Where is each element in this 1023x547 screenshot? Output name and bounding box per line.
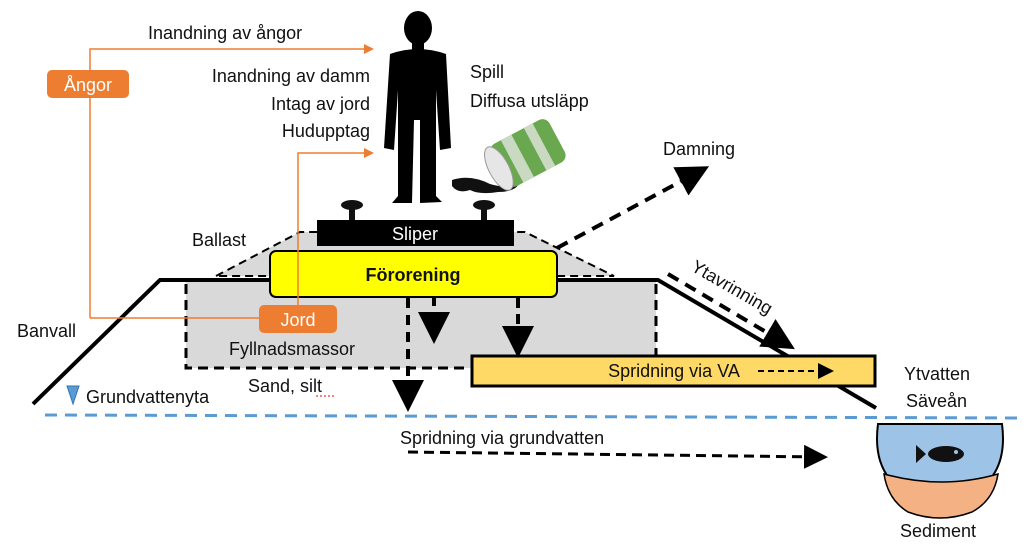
rail-head-right	[473, 200, 495, 210]
vapor-box	[47, 70, 129, 98]
groundwater-flow-arrow	[407, 444, 828, 469]
groundwater-line	[44, 413, 1021, 420]
barrel-icon	[452, 119, 566, 194]
soil-exposure-line	[297, 148, 374, 306]
surface-water-icon	[876, 423, 1004, 519]
soil-box	[259, 305, 337, 333]
person-silhouette-icon	[384, 11, 451, 203]
label-inhalation-dust: Inandning av damm	[212, 66, 370, 86]
rail-post-right	[481, 206, 487, 222]
label-river: Säveån	[906, 391, 967, 411]
rail-post-left	[349, 206, 355, 222]
contamination-box	[269, 250, 558, 298]
contamination-label: Förorening	[366, 265, 461, 285]
soil-box-label: Jord	[280, 310, 315, 330]
label-runoff: Ytavrinning	[688, 256, 776, 318]
label-diffuse: Diffusa utsläpp	[470, 91, 589, 111]
rail-head-left	[341, 200, 363, 210]
label-surface-water: Ytvatten	[904, 364, 970, 384]
vapor-inhalation-line	[89, 44, 374, 70]
label-embankment: Banvall	[17, 321, 76, 341]
sleeper-box	[317, 220, 514, 246]
embankment-line	[31, 278, 270, 406]
vapor-box-label: Ångor	[64, 75, 112, 95]
label-groundwater-spread: Spridning via grundvatten	[400, 428, 604, 448]
label-sediment: Sediment	[900, 521, 976, 541]
dust-arrow	[556, 166, 710, 250]
label-dust: Damning	[663, 139, 735, 159]
groundwater-triangle-icon	[66, 385, 80, 406]
fill-mass-outline	[184, 284, 658, 370]
label-spill: Spill	[470, 62, 504, 82]
label-skin-uptake: Hudupptag	[282, 121, 370, 141]
spread-va-box	[470, 354, 877, 388]
label-soil-ingestion: Intag av jord	[271, 94, 370, 114]
fish-icon	[916, 445, 964, 463]
label-sand-silt: Sand, silt	[248, 376, 322, 396]
label-groundwater-level: Grundvattenyta	[86, 387, 210, 407]
label-inhalation-vapor: Inandning av ångor	[148, 23, 302, 43]
spread-va-label: Spridning via VA	[608, 361, 740, 381]
sleeper-label: Sliper	[392, 224, 438, 244]
label-fill-mass: Fyllnadsmassor	[229, 339, 355, 359]
label-ballast: Ballast	[192, 230, 246, 250]
runoff-arrow	[666, 272, 795, 350]
